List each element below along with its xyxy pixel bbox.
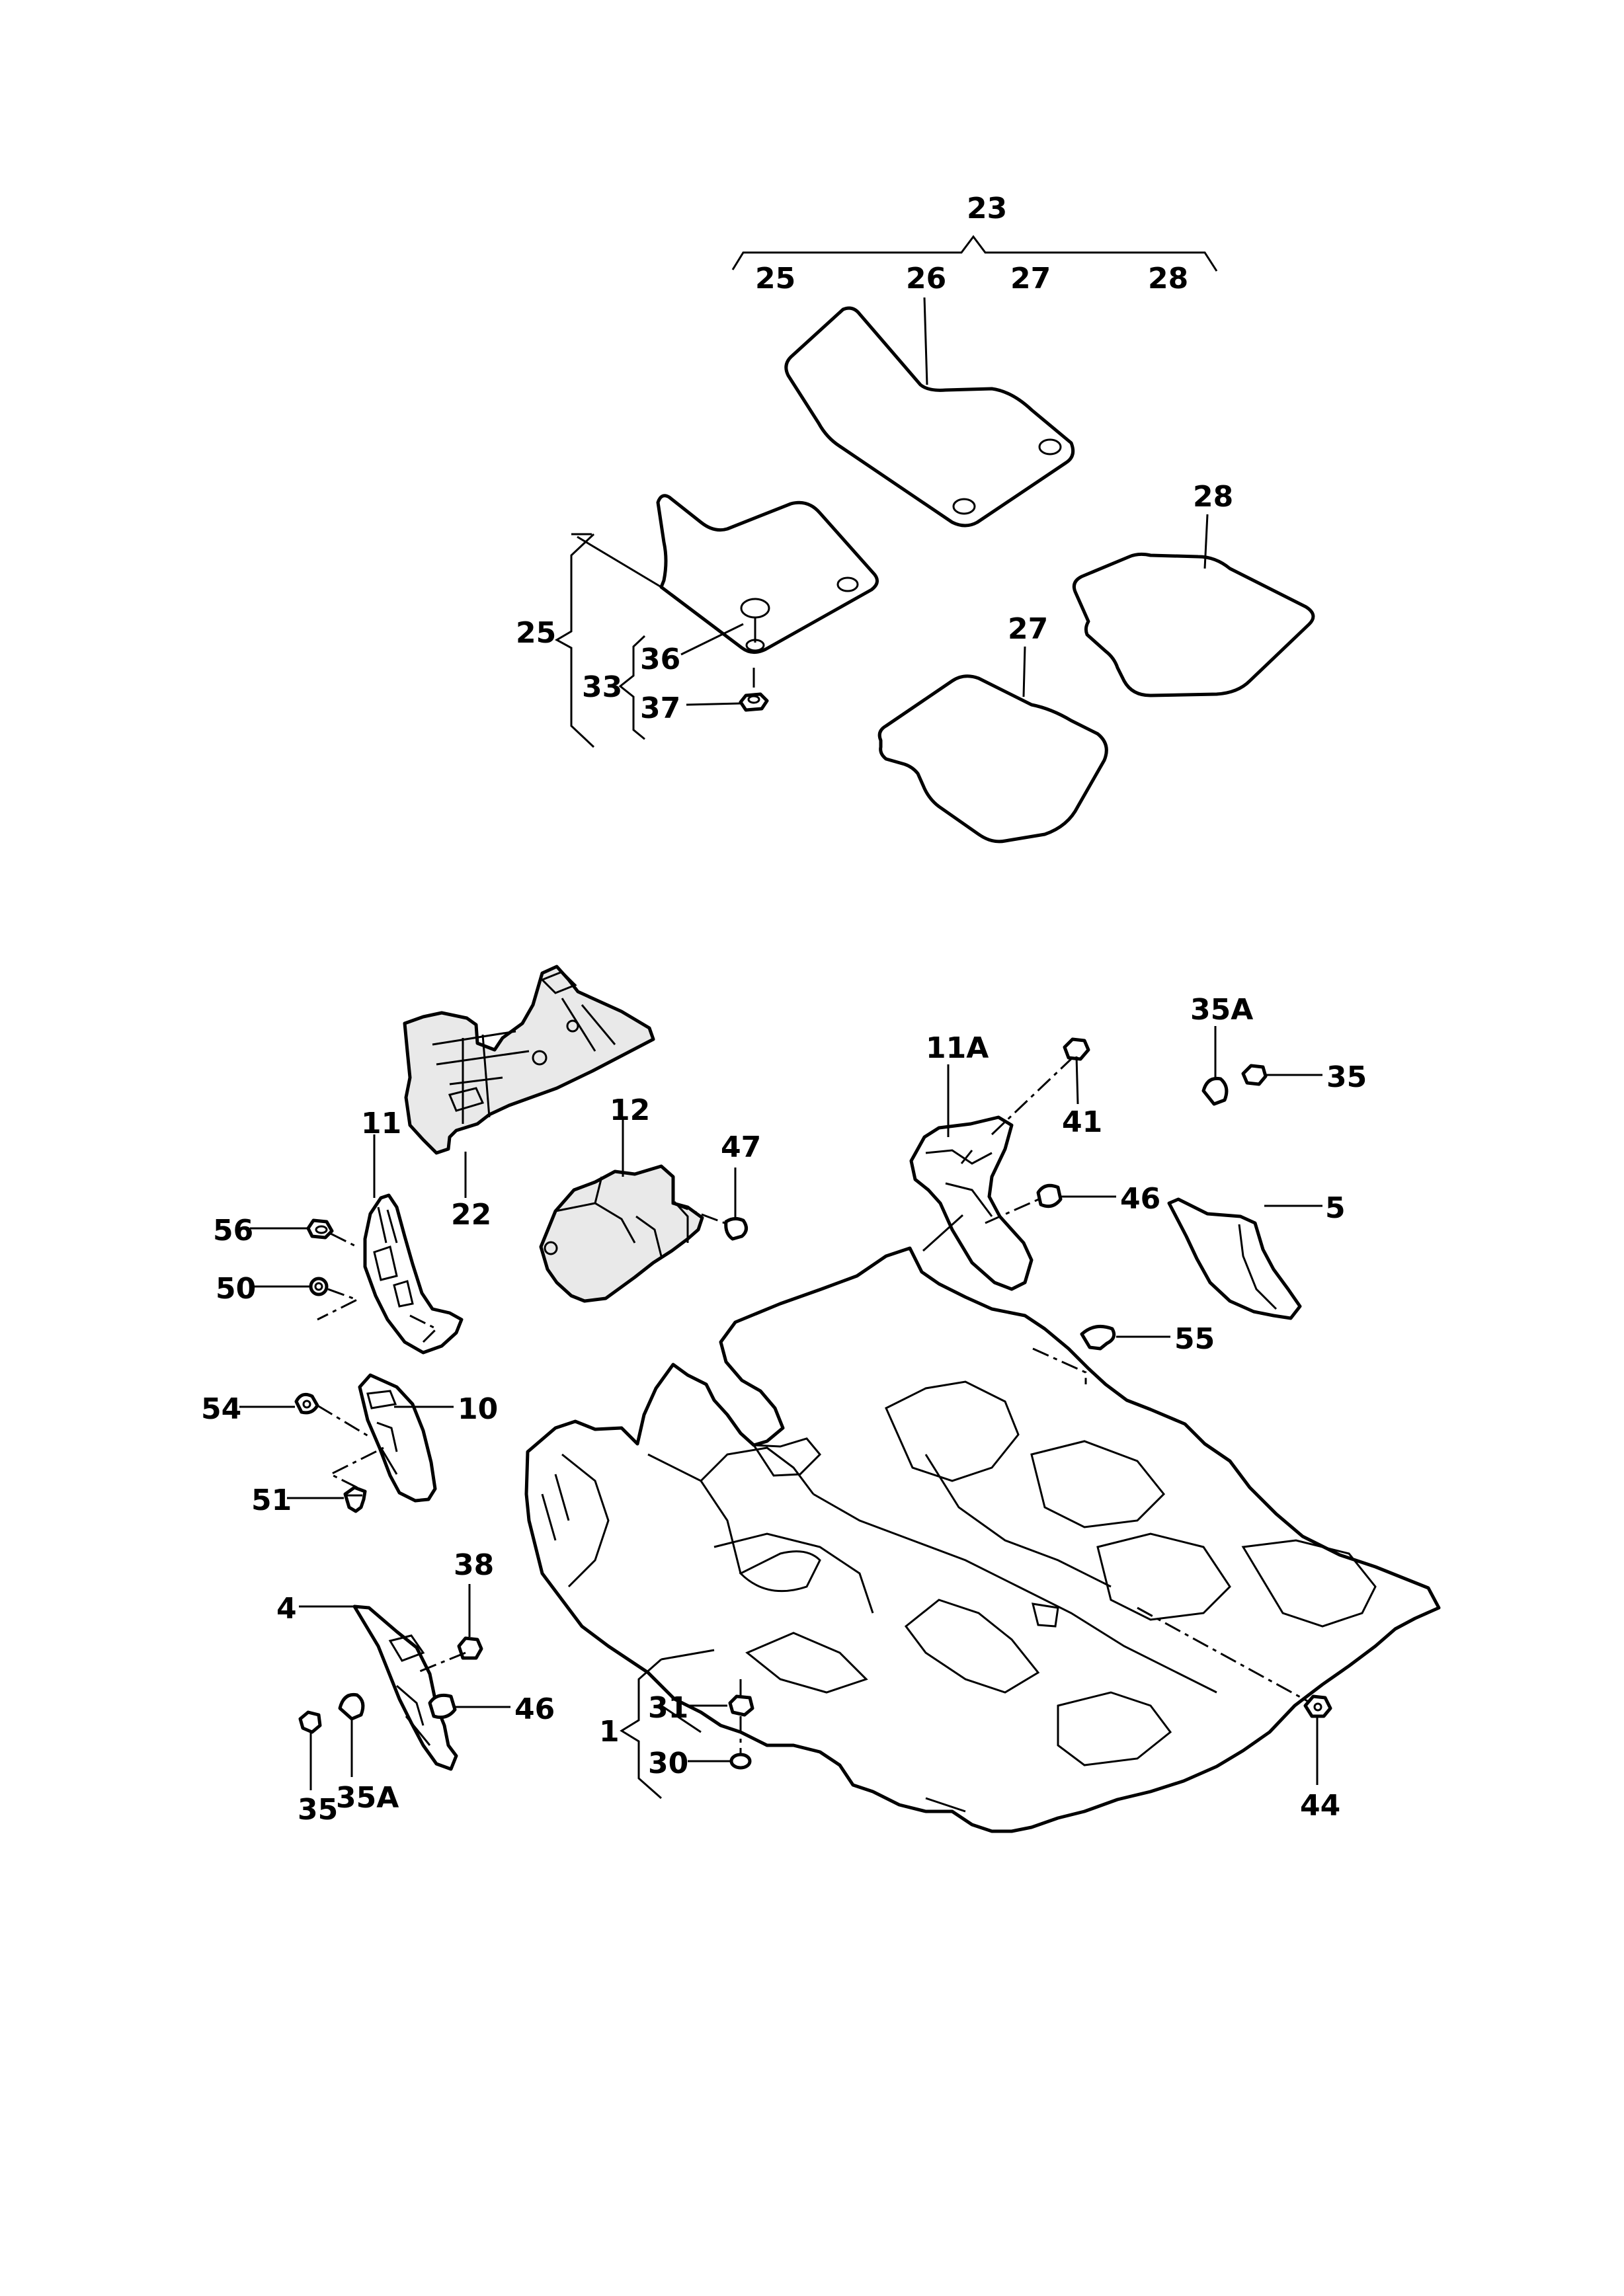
- floor-carpet-1[interactable]: [524, 1246, 1441, 1833]
- screw-41[interactable]: [1063, 1037, 1090, 1061]
- bracket-12[interactable]: [539, 1164, 704, 1303]
- fastener-31[interactable]: [728, 1694, 754, 1717]
- callout-26: 26: [906, 262, 946, 296]
- callout-46-left: 46: [514, 1692, 555, 1726]
- callout-41: 41: [1062, 1105, 1102, 1139]
- callout-33: 33: [582, 670, 622, 704]
- front-mat-25[interactable]: [656, 494, 879, 654]
- callout-54: 54: [201, 1392, 241, 1426]
- callout-35-right: 35: [1326, 1060, 1367, 1094]
- rear-mat-28[interactable]: [1072, 552, 1315, 697]
- leader-41: [1075, 1056, 1079, 1105]
- axis-44: [1137, 1606, 1317, 1707]
- screw-35b[interactable]: [298, 1710, 322, 1734]
- rear-mat-27[interactable]: [877, 674, 1108, 844]
- pillar-trim-10[interactable]: [358, 1373, 437, 1503]
- callout-44: 44: [1300, 1789, 1340, 1823]
- trim-11A[interactable]: [909, 1115, 1034, 1291]
- clip-54[interactable]: [294, 1392, 319, 1415]
- clip-56[interactable]: [306, 1218, 334, 1240]
- callout-47: 47: [721, 1130, 761, 1164]
- floor-mat-set-bracket: [731, 235, 1218, 272]
- callout-labels: 23 25 26 27 28 28 25 36 33 37 27 22 12 4…: [201, 192, 1367, 1827]
- callout-56: 56: [213, 1214, 253, 1247]
- callout-30: 30: [648, 1747, 688, 1780]
- clip-46a[interactable]: [1036, 1183, 1063, 1208]
- axis-51: [328, 1446, 384, 1489]
- callout-37: 37: [640, 692, 680, 725]
- callout-50: 50: [216, 1272, 256, 1306]
- callout-35A-right: 35A: [1190, 993, 1253, 1027]
- callout-31: 31: [648, 1691, 688, 1725]
- axis-50: [317, 1288, 360, 1321]
- callout-11: 11: [361, 1107, 401, 1140]
- insulation-panel-22[interactable]: [403, 965, 655, 1155]
- callout-35-left: 35: [298, 1793, 338, 1827]
- axis-55: [1032, 1347, 1087, 1384]
- axis-38: [416, 1651, 466, 1674]
- callout-25: 25: [516, 616, 556, 650]
- clip-55[interactable]: [1080, 1324, 1116, 1351]
- callout-22: 22: [451, 1198, 491, 1232]
- callout-12: 12: [610, 1093, 650, 1127]
- clip-35Aa[interactable]: [1201, 1076, 1229, 1106]
- side-trim-11[interactable]: [363, 1193, 464, 1355]
- callout-35A-left: 35A: [336, 1781, 399, 1815]
- pillar-trim-5[interactable]: [1167, 1197, 1302, 1320]
- callout-28: 28: [1193, 480, 1233, 514]
- pillar-trim-4[interactable]: [352, 1604, 458, 1771]
- clip-47[interactable]: [724, 1216, 748, 1241]
- axis-54: [317, 1404, 371, 1439]
- bracket-1: [620, 1658, 662, 1800]
- callout-10: 10: [458, 1392, 498, 1426]
- fastener-30[interactable]: [729, 1753, 752, 1770]
- clip-50[interactable]: [309, 1277, 329, 1296]
- callout-5: 5: [1325, 1191, 1346, 1225]
- nut-44[interactable]: [1303, 1694, 1332, 1718]
- callout-46-right: 46: [1120, 1182, 1160, 1216]
- callout-38: 38: [454, 1548, 494, 1582]
- callout-55: 55: [1174, 1322, 1215, 1356]
- leader-carpet-frontedge: [922, 1214, 964, 1252]
- screw-35a[interactable]: [1241, 1064, 1268, 1086]
- axis-46a: [985, 1195, 1045, 1224]
- screw-51[interactable]: [343, 1485, 367, 1513]
- axis-41: [991, 1055, 1075, 1136]
- callout-51: 51: [251, 1484, 292, 1517]
- clip-46b[interactable]: [428, 1693, 457, 1720]
- callout-27-top: 27: [1010, 262, 1051, 296]
- callout-28-top: 28: [1148, 262, 1188, 296]
- axis-56: [330, 1232, 358, 1248]
- callout-25-top: 25: [755, 262, 795, 296]
- callout-27: 27: [1008, 612, 1048, 646]
- callout-4: 4: [276, 1592, 297, 1626]
- mat-leaders: [554, 297, 1209, 748]
- front-mat-26[interactable]: [784, 306, 1075, 528]
- callout-1: 1: [599, 1715, 620, 1749]
- clip-35Ab[interactable]: [338, 1692, 365, 1721]
- clip-37[interactable]: [739, 668, 769, 712]
- callout-23: 23: [967, 192, 1007, 225]
- leader-1-carpet: [661, 1649, 715, 1661]
- callout-11A: 11A: [926, 1031, 989, 1065]
- callout-36: 36: [640, 643, 680, 676]
